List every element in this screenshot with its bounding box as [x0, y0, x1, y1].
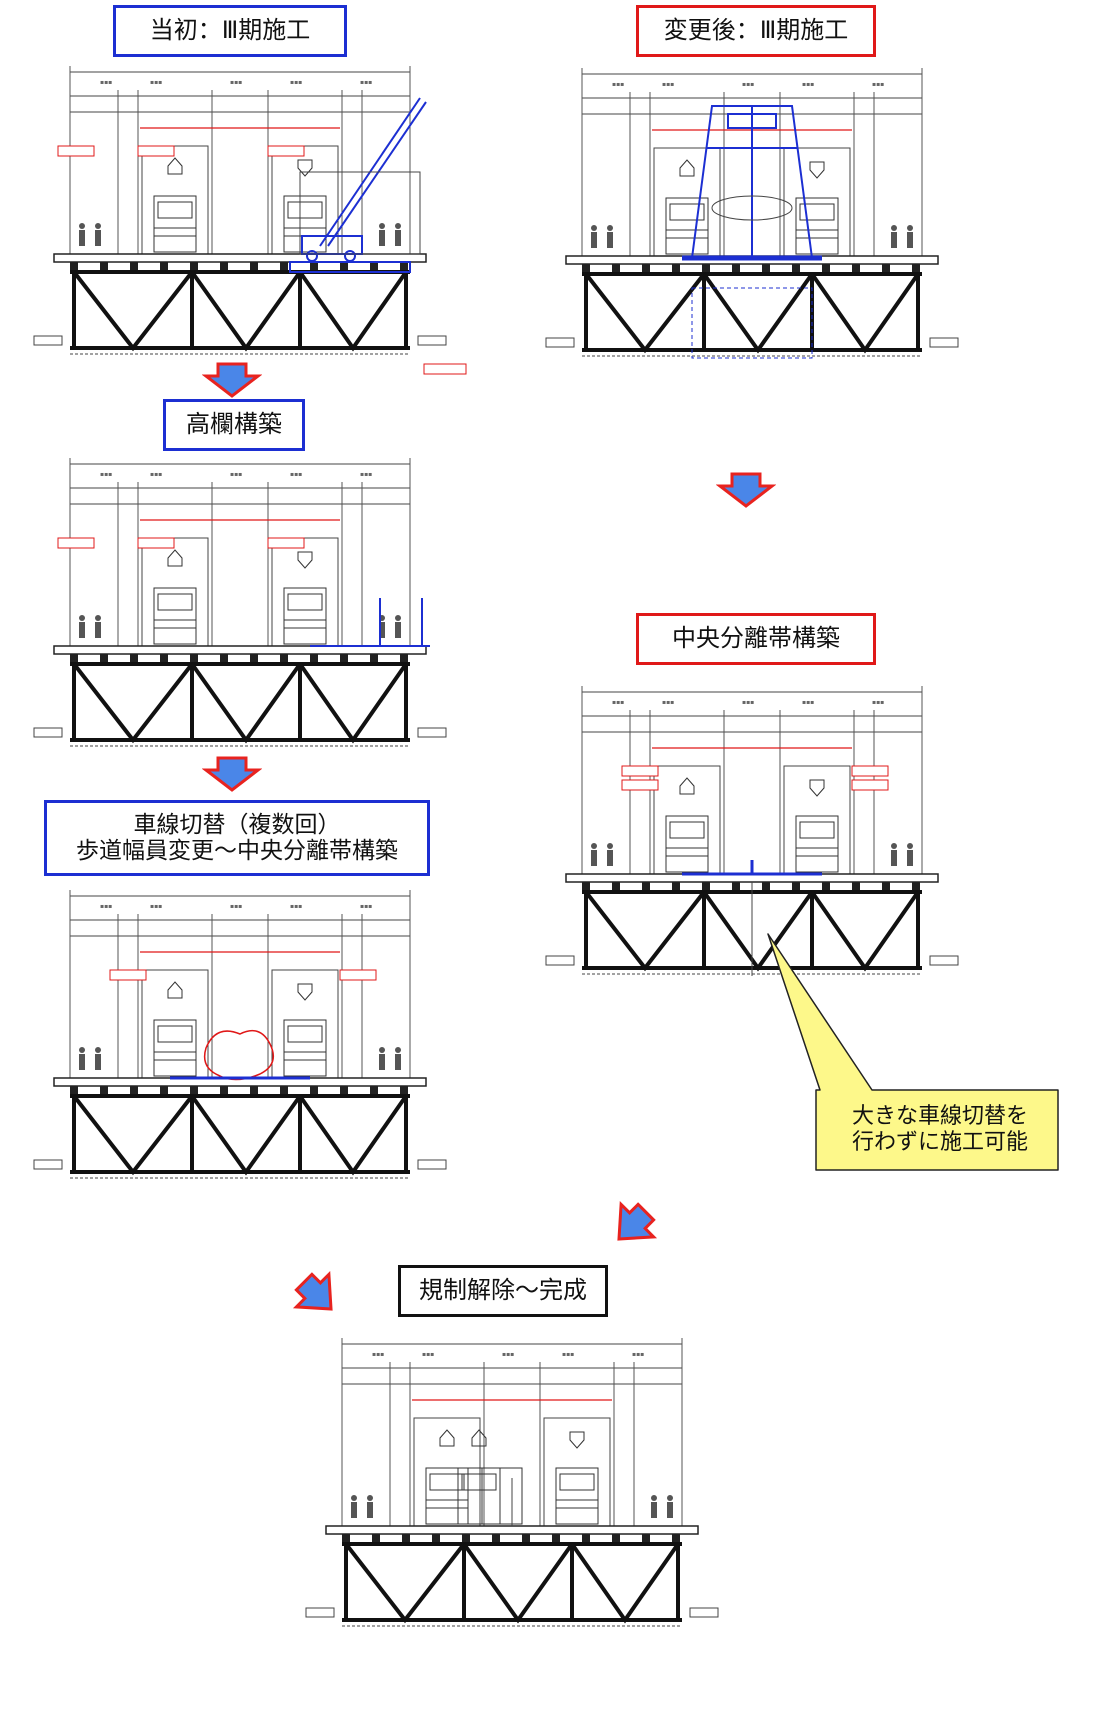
railing-cross-section — [10, 448, 470, 768]
down-arrow-icon — [202, 362, 262, 398]
median-cross-section — [522, 676, 982, 996]
callout-line1: 大きな車線切替を — [851, 1103, 1028, 1129]
down-arrow-icon — [202, 756, 262, 792]
railing-step-title-text: 高欄構築 — [186, 410, 282, 439]
final-cross-section — [282, 1328, 742, 1668]
initial-step-title: 当初：Ⅲ期施工 — [113, 5, 347, 57]
changed-step-title: 変更後：Ⅲ期施工 — [636, 5, 876, 57]
initial-cross-section — [10, 56, 467, 375]
railing-step-title: 高欄構築 — [163, 399, 305, 451]
lane-switch-line1: 車線切替（複数回） — [133, 811, 341, 838]
callout-balloon — [767, 933, 1059, 1171]
callout-line2: 行わずに施工可能 — [851, 1130, 1028, 1155]
final-step-title-text: 規制解除～完成 — [419, 1276, 587, 1305]
diagonal-arrow-icon — [292, 1270, 333, 1311]
callout-text: 大きな車線切替を 行わずに施工可能 — [818, 1090, 1062, 1170]
diagonal-arrow-icon — [617, 1200, 658, 1241]
median-step-title-text: 中央分離帯構築 — [672, 624, 840, 653]
median-step-title: 中央分離帯構築 — [636, 613, 876, 665]
initial-step-title-text: 当初：Ⅲ期施工 — [149, 16, 311, 45]
changed-step-title-text: 変更後：Ⅲ期施工 — [663, 16, 849, 45]
changed-cross-section — [522, 58, 982, 359]
down-arrow-icon — [716, 472, 776, 508]
lane-switch-line2: 歩道幅員変更～中央分離帯構築 — [76, 838, 398, 864]
lane-switch-cross-section — [10, 880, 470, 1200]
final-step-title: 規制解除～完成 — [398, 1265, 608, 1317]
lane-switch-step-title: 車線切替（複数回） 歩道幅員変更～中央分離帯構築 — [44, 800, 430, 876]
